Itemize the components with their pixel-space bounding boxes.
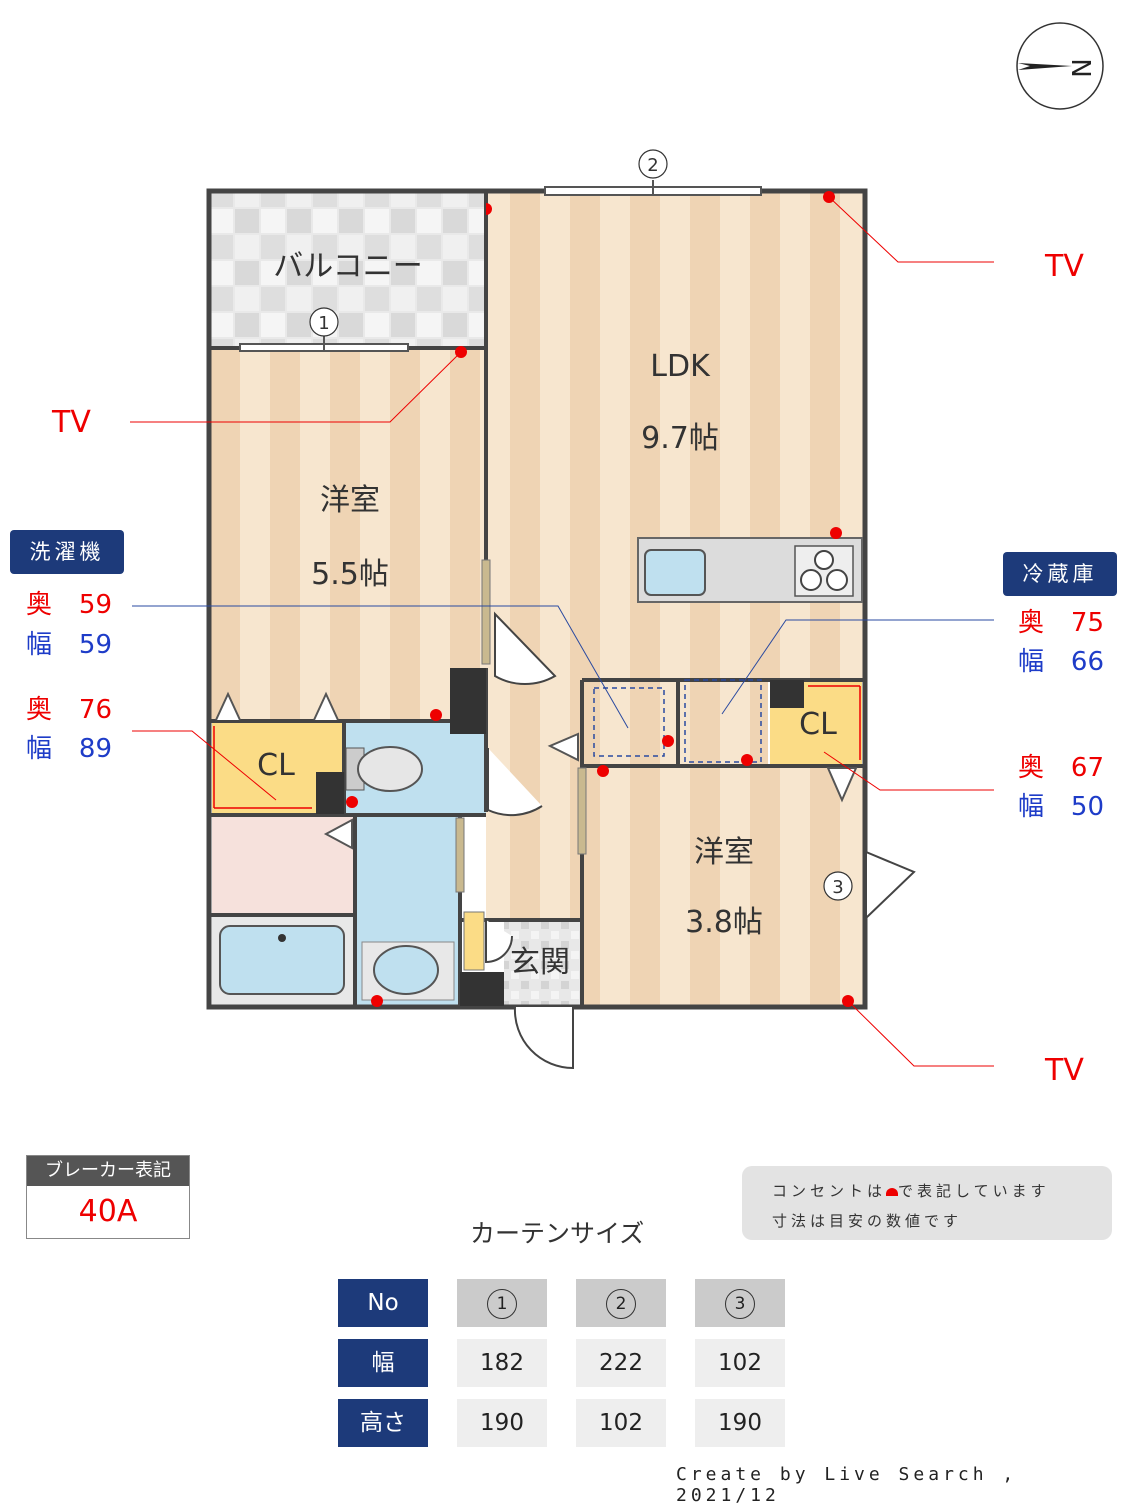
breaker-title: ブレーカー表記	[27, 1156, 189, 1186]
curtain-height-3: 190	[695, 1399, 785, 1447]
curtain-row-height-label: 高さ	[338, 1399, 428, 1447]
curtain-header-col-3: 3	[695, 1279, 785, 1327]
western2-size: 3.8帖	[685, 905, 763, 940]
ldk-name: LDK	[650, 349, 710, 384]
bathtub	[219, 925, 345, 995]
tv-label-western1: TV	[52, 405, 91, 440]
sliding-doors	[455, 559, 587, 971]
kitchen-counter	[637, 537, 863, 603]
curtain-width-3: 102	[695, 1339, 785, 1387]
western1-name: 洋室	[320, 483, 380, 518]
note-line-1: コンセントはで表記しています	[772, 1182, 1050, 1200]
ldk-size: 9.7帖	[641, 421, 719, 456]
washer-badge: 洗濯機	[10, 530, 124, 574]
outlets	[346, 191, 854, 1007]
entrance-floor	[504, 920, 582, 1006]
windows	[239, 180, 762, 352]
outlet-icon	[886, 1187, 899, 1196]
washer-space	[584, 682, 678, 764]
balcony-label: バルコニー	[273, 249, 423, 284]
tv-label-western2: TV	[1045, 1053, 1084, 1088]
breaker-value: 40A	[78, 1194, 138, 1229]
curtain-header-no: No	[338, 1279, 428, 1327]
fridge-badge: 冷蔵庫	[1003, 552, 1117, 596]
breaker-box: ブレーカー表記 40A	[26, 1155, 190, 1239]
western1-floor	[210, 348, 486, 720]
toilet	[345, 746, 423, 792]
curtain-width-1: 182	[457, 1339, 547, 1387]
western2-floor	[582, 766, 864, 1006]
window-number-3: 3	[832, 877, 843, 898]
appliance-leaders	[132, 605, 994, 729]
wash-basin	[373, 945, 439, 995]
compass-icon: N	[1016, 22, 1104, 110]
closet-dim-arrows	[213, 685, 861, 809]
wall-columns	[316, 668, 804, 1006]
western1-size: 5.5帖	[311, 557, 389, 592]
outlet-note: コンセントはで表記しています 寸法は目安の数値です	[742, 1166, 1112, 1240]
curtain-width-2: 222	[576, 1339, 666, 1387]
compass-letter: N	[1068, 58, 1098, 77]
balcony-floor	[210, 192, 486, 348]
curtain-header-col-1: 1	[457, 1279, 547, 1327]
fridge-space	[680, 682, 768, 764]
appliance-boxes	[593, 679, 762, 763]
tv-label-ldk: TV	[1045, 249, 1084, 284]
note-line-2: 寸法は目安の数値です	[772, 1212, 963, 1230]
curtain-row-width-label: 幅	[338, 1339, 428, 1387]
curtain-height-2: 102	[576, 1399, 666, 1447]
window-numbers: 2 1 3	[309, 149, 853, 901]
closet-left-label: CL	[257, 748, 295, 783]
curtain-title: カーテンサイズ	[470, 1219, 645, 1248]
doors	[485, 611, 916, 1070]
tv-leaders	[130, 196, 994, 1067]
window-number-1: 1	[318, 313, 329, 334]
window-number-2: 2	[647, 155, 658, 176]
western2-name: 洋室	[694, 835, 754, 870]
curtain-header-col-2: 2	[576, 1279, 666, 1327]
entrance-label: 玄関	[510, 945, 570, 980]
curtain-height-1: 190	[457, 1399, 547, 1447]
closet-marks	[215, 691, 858, 850]
closet-right-label: CL	[799, 707, 837, 742]
